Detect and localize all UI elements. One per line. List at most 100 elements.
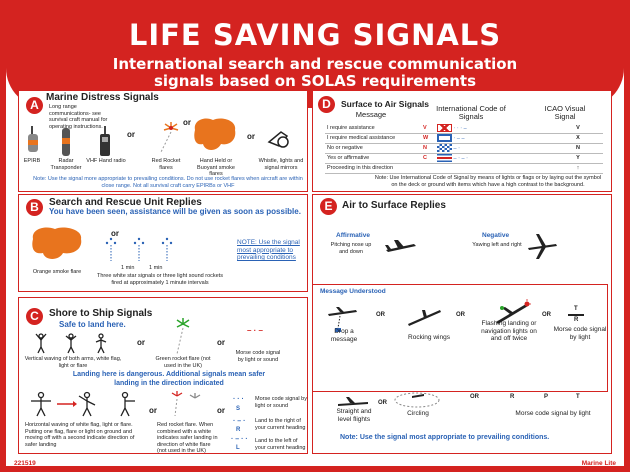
vertical-waving-label: Vertical waving of both arms, white flag… [24, 356, 122, 369]
or-label-c3: or [149, 406, 157, 415]
or-label-b: or [111, 229, 119, 238]
negative-desc: Yawing left and right [472, 242, 522, 248]
morse-danger-label: Morse code signal by light or sound [255, 396, 307, 409]
col-intl-header: International Code of Signals [436, 104, 506, 121]
or-label-e5: OR [470, 394, 479, 400]
or-label-e4: OR [378, 400, 387, 406]
footer-brand: Marine Lite [581, 460, 616, 467]
orange-smoke-label: Orange smoke flare [32, 269, 82, 275]
orange-smoke-icon [32, 227, 82, 259]
whistle-icon [267, 131, 289, 148]
radar-transponder-icon [62, 128, 70, 156]
morse-bottom-label: Morse code signal by light [515, 410, 591, 417]
flag-cell: · · · – [435, 123, 553, 134]
morse-r-letter: R [236, 427, 241, 433]
panel-a-letter: A [26, 97, 43, 114]
interval-2-label: 1 min [149, 265, 163, 271]
panel-b-note: NOTE: Use the signal most appropriate to… [237, 239, 300, 261]
message-cell: I require assistance [325, 123, 421, 134]
danger-title: Landing here is dangerous. Additional si… [72, 371, 266, 387]
table-row: Proceeding in this direction↑ [325, 163, 603, 174]
epirb-label: EPIRB [23, 158, 41, 164]
panel-b-title: Search and Rescue Unit Replies [49, 197, 202, 208]
page-title: LIFE SAVING SIGNALS [128, 18, 502, 52]
or-label-c1: or [137, 338, 145, 347]
drop-message-icon [328, 307, 357, 332]
green-rocket-label: Green rocket flare (not used in the UK) [155, 356, 211, 369]
panel-d-letter: D [318, 96, 335, 113]
panel-e-note: Note: Use the signal most appropriate to… [340, 434, 550, 441]
drop-message-label: Drop a message [330, 328, 358, 343]
panel-c-title: Shore to Ship Signals [49, 308, 153, 319]
footer-code: 221519 [14, 460, 36, 467]
message-cell: I require medical assistance [325, 133, 421, 144]
morse-bottom-t: T [576, 394, 580, 400]
or-label-e3: OR [542, 312, 551, 318]
code-cell: N [421, 143, 435, 154]
panel-a-border [18, 90, 308, 192]
red-rocket-white-flare-icon [171, 391, 201, 417]
red-rocket-flare-label: Red Rocket flares [151, 158, 181, 171]
star-signals-label: Three white star signals or three light … [97, 273, 223, 286]
or-label-c4: or [217, 406, 225, 415]
code-cell: W [421, 133, 435, 144]
land-left-label: Land to the left of your current heading [255, 438, 306, 451]
or-label-a3: or [247, 132, 255, 141]
understood-title: Message Understood [320, 288, 386, 295]
panel-d-title: Surface to Air Signals [341, 99, 430, 109]
affirmative-label: Affirmative [336, 232, 370, 239]
panel-d-note: Note: Use International Code of Signal b… [374, 175, 602, 188]
pitching-plane-icon [385, 240, 416, 252]
icao-cell: N [553, 143, 603, 154]
message-cell: Yes or affirmative [325, 153, 421, 164]
vhf-radio-label: VHF Hand radio [86, 158, 126, 164]
morse-t-letter: T [574, 306, 578, 312]
panel-e: E Air to Surface Replies Affirmative Pit… [312, 194, 612, 454]
straight-flight-icon [338, 397, 368, 406]
morse-s-code: · · · [233, 396, 244, 403]
panel-b: B Search and Rescue Unit Replies You hav… [18, 194, 308, 292]
panel-e-title: Air to Surface Replies [342, 200, 446, 211]
flag-n-icon [437, 144, 452, 152]
panel-a-title: Marine Distress Signals [46, 92, 159, 103]
morse-l-code: · – · · [231, 436, 248, 443]
message-cell: Proceeding in this direction [325, 163, 421, 174]
horizontal-waving-icon [31, 391, 135, 417]
panel-d: D Surface to Air Signals Message Interna… [312, 90, 612, 192]
smoke-flare-icon [194, 118, 236, 150]
flag-w-icon [437, 134, 452, 142]
negative-label: Negative [482, 232, 510, 239]
morse-l-letter: L [236, 445, 240, 451]
morse-bottom-r: R [510, 394, 515, 400]
code-cell: C [421, 153, 435, 164]
safe-title: Safe to land here. [59, 320, 126, 329]
epirb-icon [28, 126, 38, 152]
morse-light-label: Morse code signal by light [553, 326, 607, 341]
or-label-e2: OR [456, 312, 465, 318]
flag-cell: – · [435, 143, 553, 154]
or-label-e1: OR [376, 312, 385, 318]
white-star-signals-icon [105, 237, 173, 261]
morse-k-signal: – · – [247, 326, 264, 335]
or-label-c2: or [217, 338, 225, 347]
subtitle-line-1: International search and rescue communic… [112, 55, 518, 73]
panel-e-border [312, 194, 612, 454]
icao-cell: V [553, 123, 603, 134]
morse-r-code: · – · [233, 418, 246, 425]
panel-a: A Marine Distress Signals Long range com… [18, 90, 308, 190]
morse-r-letter-e: R [574, 317, 579, 323]
message-cell: No or negative [325, 143, 421, 154]
flag-c-icon [437, 154, 452, 162]
panel-a-intro: Long range communications- see survival … [49, 104, 108, 130]
flag-v-icon [437, 123, 452, 132]
horizontal-waving-label: Horizontal waving of white flag, light o… [25, 422, 135, 448]
morse-t-dash [568, 314, 584, 316]
interval-1-label: 1 min [121, 265, 135, 271]
circling-plane-icon [394, 392, 440, 408]
vertical-waving-icon [35, 333, 107, 354]
red-rocket-white-label: Red rocket flare. When combined with a w… [157, 422, 218, 454]
panel-b-letter: B [26, 199, 43, 216]
